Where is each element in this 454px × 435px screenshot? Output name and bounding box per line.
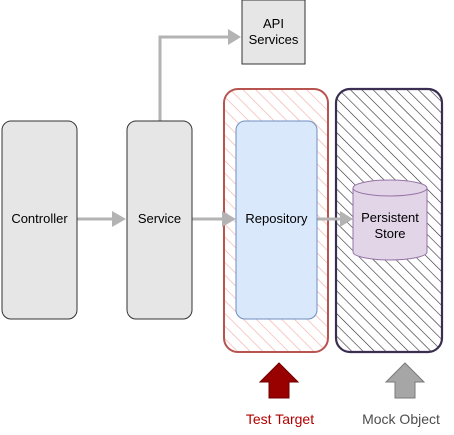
persistent-store-cylinder (352, 179, 428, 261)
mock-object-arrow-icon (384, 362, 426, 399)
connector-controller-service (77, 211, 126, 227)
repository-box (235, 120, 318, 320)
api-services-box (241, 0, 306, 65)
test-target-caption: Test Target (245, 411, 315, 427)
connector-service-api (158, 29, 241, 121)
mock-object-caption: Mock Object (362, 411, 440, 427)
connector-repository-store (317, 211, 353, 227)
test-target-arrow-icon (258, 362, 300, 399)
connector-service-repository (192, 211, 236, 227)
controller-box (1, 120, 78, 320)
service-box (126, 120, 193, 320)
